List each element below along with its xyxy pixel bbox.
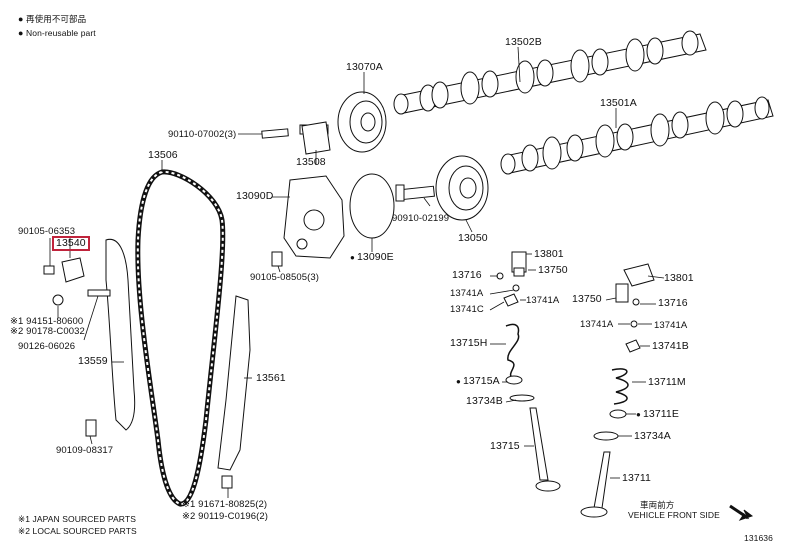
part-label-13741a-right-2[interactable]: 13741A [654, 320, 688, 331]
tensioner-13540-drawing [61, 257, 85, 283]
vehicle-front-jp: 車両前方 [640, 500, 675, 510]
part-label-94151-80600[interactable]: ※1 94151-80600 [10, 316, 84, 327]
part-label-90910-02199[interactable]: 90910-02199 [392, 213, 450, 224]
part-label-13750-left[interactable]: 13750 [538, 264, 568, 276]
part-label-13801-left[interactable]: 13801 [534, 248, 564, 260]
chain-13506-drawing [135, 169, 226, 507]
bolt-91671-drawing [221, 475, 233, 489]
part-label-13715[interactable]: 13715 [490, 440, 520, 452]
leader-lines [49, 46, 665, 498]
part-label-13801-right[interactable]: 13801 [664, 272, 694, 284]
part-label-13711[interactable]: 13711 [622, 472, 651, 484]
part-label-13561[interactable]: 13561 [256, 372, 286, 384]
part-label-13716-left[interactable]: 13716 [452, 269, 482, 281]
part-label-13741a-right-1[interactable]: 13741A [580, 319, 614, 330]
camshaft-13501a-drawing [500, 96, 774, 175]
part-label-13508[interactable]: 13508 [296, 156, 326, 168]
bolt-90910-drawing [395, 184, 435, 202]
part-label-13502b[interactable]: 13502B [505, 36, 542, 48]
part-label-13734a[interactable]: 13734A [634, 430, 671, 442]
part-label-13741a-left-1[interactable]: 13741A [450, 288, 484, 299]
part-label-90178-c0032[interactable]: ※2 90178-C0032 [10, 326, 85, 337]
housing-13090d-drawing [283, 175, 345, 259]
part-label-90105-06353[interactable]: 90105-06353 [18, 226, 76, 237]
bracket-13508-drawing [301, 121, 331, 155]
valve-group-left-drawing [496, 251, 561, 492]
part-label-13741b[interactable]: 13741B [652, 340, 689, 352]
part-label-13090d[interactable]: 13090D [236, 190, 274, 202]
legend-star1: ※1 JAPAN SOURCED PARTS [18, 514, 136, 524]
part-label-13559[interactable]: 13559 [78, 355, 108, 367]
gear-13050-drawing [435, 155, 489, 221]
gasket-13090e-drawing [349, 173, 395, 239]
part-label-13711e[interactable]: 13711E [636, 409, 679, 420]
valve-group-right-drawing [580, 263, 655, 518]
camshaft-13502b-drawing [393, 30, 707, 115]
sprocket-13070a-drawing [337, 91, 387, 153]
part-label-13741a-left-2[interactable]: 13741A [526, 295, 560, 306]
part-label-13715h[interactable]: 13715H [450, 337, 488, 349]
part-label-13506[interactable]: 13506 [148, 149, 178, 161]
bolt-90109-drawing [85, 419, 97, 437]
part-label-13711m[interactable]: 13711M [648, 376, 686, 388]
washer-94151-drawing [52, 294, 64, 306]
bolt-90105-06353-drawing [43, 265, 55, 275]
part-label-90110-07002[interactable]: 90110-07002(3) [168, 129, 237, 140]
part-label-13540-highlighted[interactable]: 13540 [52, 236, 90, 251]
part-label-90126-06026[interactable]: 90126-06026 [18, 341, 76, 352]
part-label-90109-08317[interactable]: 90109-08317 [56, 445, 114, 456]
part-label-13070a[interactable]: 13070A [346, 61, 383, 73]
legend-nonreusable-jp: ● 再使用不可部品 [18, 14, 87, 24]
part-label-90119-c0196[interactable]: ※2 90119-C0196(2) [182, 511, 269, 522]
part-label-13050[interactable]: 13050 [458, 232, 488, 244]
diagram-code: 131636 [744, 533, 773, 543]
guide-13559-drawing [105, 238, 136, 431]
slipper-13561-drawing [217, 295, 251, 471]
legend-star2: ※2 LOCAL SOURCED PARTS [18, 526, 137, 536]
part-label-91671-80825[interactable]: ※1 91671-80825(2) [182, 499, 268, 510]
part-label-90105-08505[interactable]: 90105-08505(3) [250, 272, 320, 283]
part-label-13715a[interactable]: 13715A [456, 376, 500, 387]
part-label-13741c[interactable]: 13741C [450, 304, 484, 315]
vehicle-front-en: VEHICLE FRONT SIDE [628, 510, 720, 520]
legend-nonreusable-en: ● Non-reusable part [18, 28, 96, 38]
part-label-13716-right[interactable]: 13716 [658, 297, 688, 309]
part-label-13501a[interactable]: 13501A [600, 97, 637, 109]
part-label-13750-right[interactable]: 13750 [572, 293, 602, 305]
part-label-13090e[interactable]: 13090E [350, 252, 394, 263]
part-label-13734b[interactable]: 13734B [466, 395, 503, 407]
stud-90126-drawing [87, 289, 111, 297]
bolt-90105-08505-drawing [271, 251, 283, 267]
